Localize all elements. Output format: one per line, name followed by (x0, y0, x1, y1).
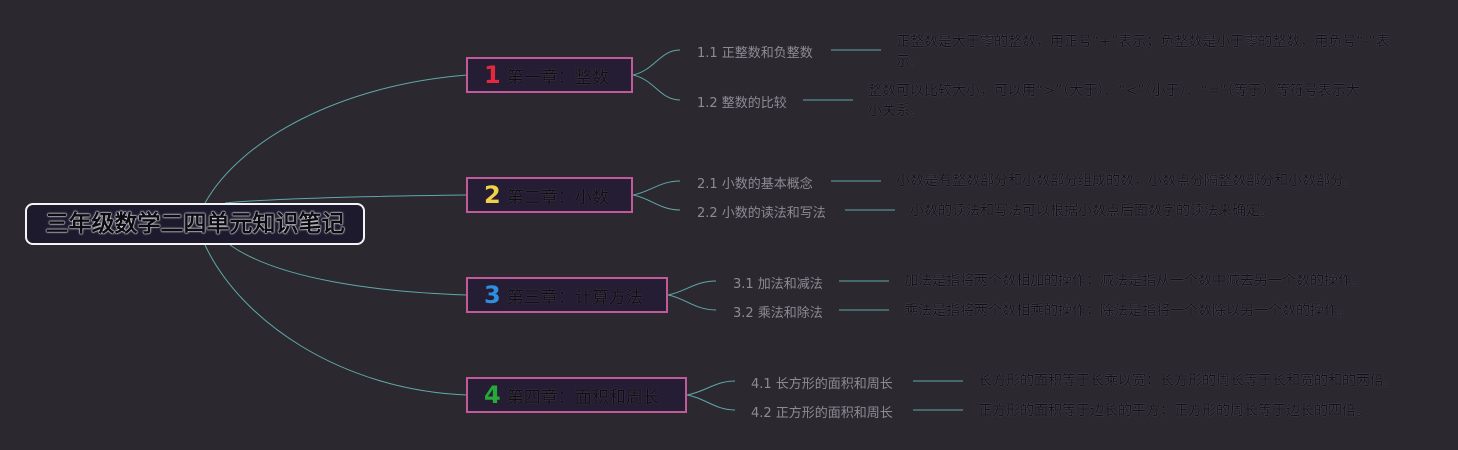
section-1-2-label[interactable]: 1.2 整数的比较 (697, 96, 787, 111)
chapter-2-to-2-2-line (632, 194, 681, 211)
chapter-2-to-2-1-line (632, 180, 681, 196)
section-4-1-label[interactable]: 4.1 长方形的面积和周长 (751, 377, 893, 392)
chapter-3-number-icon: 3 (484, 281, 501, 309)
root-to-chapter-3-line (229, 244, 468, 296)
chapter-3-node[interactable]: 3 第三章：计算方法 (466, 277, 668, 313)
chapter-1-to-1-2-line (632, 74, 681, 101)
chapter-4-node[interactable]: 4 第四章：面积和周长 (466, 377, 687, 413)
section-1-2-description: 整数可以比较大小，可以用“>”（大于）、“<”（小于）、“=”（等于）等符号表示… (868, 83, 1360, 119)
section-3-1-description: 加法是指将两个数相加的操作；减法是指从一个数中减去另一个数的操作。 (904, 273, 1366, 289)
section-4-2-description: 正方形的面积等于边长的平方；正方形的周长等于边长的四倍。 (978, 403, 1370, 419)
chapter-1-node[interactable]: 1 第一章：整数 (466, 57, 633, 93)
section-2-2-description: 小数的读法和写法可以根据小数点后面数字的读法来确定。 (910, 203, 1274, 219)
root-to-chapter-2-line (224, 194, 468, 204)
section-2-2-label[interactable]: 2.2 小数的读法和写法 (697, 206, 826, 221)
section-4-2-label[interactable]: 4.2 正方形的面积和周长 (751, 406, 893, 421)
root-node[interactable]: 三年级数学二四单元知识笔记 (25, 203, 365, 245)
root-to-chapter-4-line (204, 244, 468, 396)
section-3-2-description: 乘法是指将两个数相乘的操作；除法是指将一个数除以另一个数的操作。 (904, 303, 1352, 319)
section-2-1-label[interactable]: 2.1 小数的基本概念 (697, 177, 813, 192)
chapter-4-title: 第四章：面积和周长 (506, 387, 660, 408)
chapter-1-to-1-1-line (632, 49, 681, 76)
root-to-chapter-1-line (204, 74, 468, 204)
section-1-1-description: 正整数是大于零的整数，用正号“+”表示；负整数是小于零的整数，用负号“-”表示。 (896, 34, 1390, 70)
chapter-2-title: 第二章：小数 (506, 187, 609, 208)
section-4-1-description: 长方形的面积等于长乘以宽；长方形的周长等于长和宽的和的两倍。 (978, 373, 1398, 389)
chapter-2-node[interactable]: 2 第二章：小数 (466, 177, 633, 213)
root-title: 三年级数学二四单元知识笔记 (45, 211, 345, 237)
chapter-1-title: 第一章：整数 (506, 67, 609, 88)
chapter-3-to-3-2-line (667, 294, 717, 311)
chapter-3-to-3-1-line (667, 280, 717, 296)
section-3-2-label[interactable]: 3.2 乘法和除法 (733, 306, 823, 321)
chapter-4-to-4-1-line (686, 380, 736, 396)
section-1-1-label[interactable]: 1.1 正整数和负整数 (697, 46, 813, 61)
section-3-1-label[interactable]: 3.1 加法和减法 (733, 277, 823, 292)
section-2-1-description: 小数是有整数部分和小数部分组成的数，小数点分隔整数部分和小数部分。 (896, 173, 1358, 189)
chapter-3-title: 第三章：计算方法 (506, 287, 643, 308)
chapter-4-number-icon: 4 (484, 381, 501, 409)
chapter-2-number-icon: 2 (484, 181, 501, 209)
chapter-4-to-4-2-line (686, 394, 736, 411)
chapter-1-number-icon: 1 (484, 61, 501, 89)
